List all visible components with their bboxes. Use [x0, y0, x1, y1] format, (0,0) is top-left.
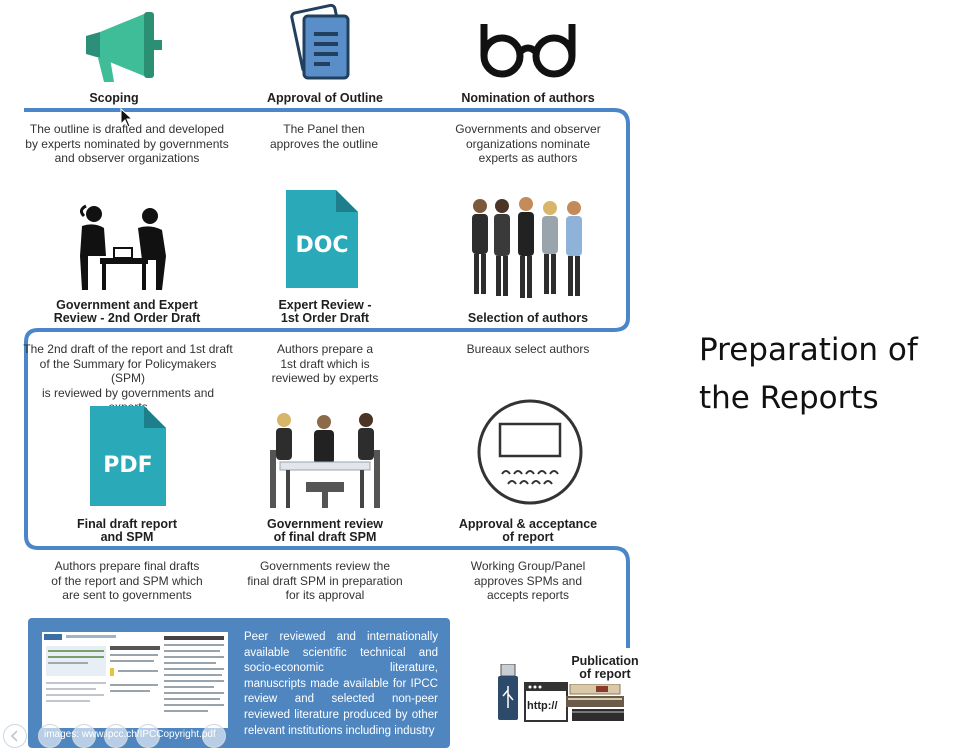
http-label: http://	[527, 700, 558, 712]
nav-control-4[interactable]	[104, 724, 128, 748]
step-title-approval-acceptance: Approval & acceptance of report	[458, 517, 598, 544]
more-dots-icon: •••	[206, 727, 218, 739]
step-title-government-expert-review: Government and Expert Review - 2nd Order…	[53, 298, 201, 325]
conference-table-icon	[270, 413, 380, 508]
step-title-government-review-final: Government review of final draft SPM	[266, 517, 383, 544]
nav-control-3[interactable]	[72, 724, 96, 748]
image-source-caption: images: www.ipcc.ch/IPCCopyright.pdf	[44, 729, 216, 740]
step-title-final-draft-report: Final draft report and SPM	[76, 517, 177, 544]
usb-stick-icon	[498, 664, 518, 720]
doc-file-icon: DOC	[286, 190, 358, 288]
step-title-scoping: Scoping	[89, 91, 139, 105]
presentation-audience-icon	[477, 399, 583, 505]
step-title-expert-review: Expert Review - 1st Order Draft	[278, 298, 372, 325]
step-desc-scoping: The outline is drafted and developed by …	[25, 122, 229, 165]
nav-control-2[interactable]	[38, 724, 62, 748]
browser-window-icon	[524, 682, 568, 722]
more-options-button[interactable]	[202, 724, 226, 748]
glasses-icon	[480, 24, 576, 78]
step-title-nomination-of-authors: Nomination of authors	[461, 91, 595, 105]
step-desc-final-draft-report: Authors prepare final drafts of the repo…	[51, 559, 203, 602]
step-desc-approval-acceptance: Working Group/Panel approves SPMs and ac…	[470, 559, 586, 602]
step-desc-expert-review: Authors prepare a 1st draft which is rev…	[271, 342, 379, 385]
nav-control-5[interactable]	[136, 724, 160, 748]
step-title-selection-of-authors: Selection of authors	[467, 311, 589, 325]
step-title-approval-of-outline: Approval of Outline	[267, 91, 383, 105]
megaphone-icon	[86, 12, 162, 82]
mouse-cursor-icon	[120, 108, 134, 128]
nav-prev-button[interactable]	[3, 724, 27, 748]
pdf-file-icon: PDF	[90, 406, 166, 506]
books-stack-icon	[566, 684, 624, 721]
meeting-icon	[79, 204, 166, 290]
slide-title: Preparation of the Reports	[699, 332, 918, 416]
step-desc-government-review-final: Governments review the final draft SPM i…	[247, 559, 403, 602]
pdf-icon-label: PDF	[103, 453, 152, 478]
doc-icon-label: DOC	[295, 233, 348, 258]
chevron-left-icon	[10, 730, 18, 742]
literature-text: Peer reviewed and internationally availa…	[244, 631, 438, 737]
literature-box: Peer reviewed and internationally availa…	[28, 618, 450, 748]
step-desc-selection-of-authors: Bureaux select authors	[466, 342, 590, 356]
people-group-icon	[472, 197, 582, 298]
step-desc-approval-of-outline: The Panel then approves the outline	[269, 122, 379, 151]
paper-thumbnail	[42, 632, 228, 728]
documents-icon	[290, 3, 350, 80]
step-desc-nomination-of-authors: Governments and observer organizations n…	[455, 122, 601, 165]
publication-title: Publication of report	[571, 654, 639, 681]
